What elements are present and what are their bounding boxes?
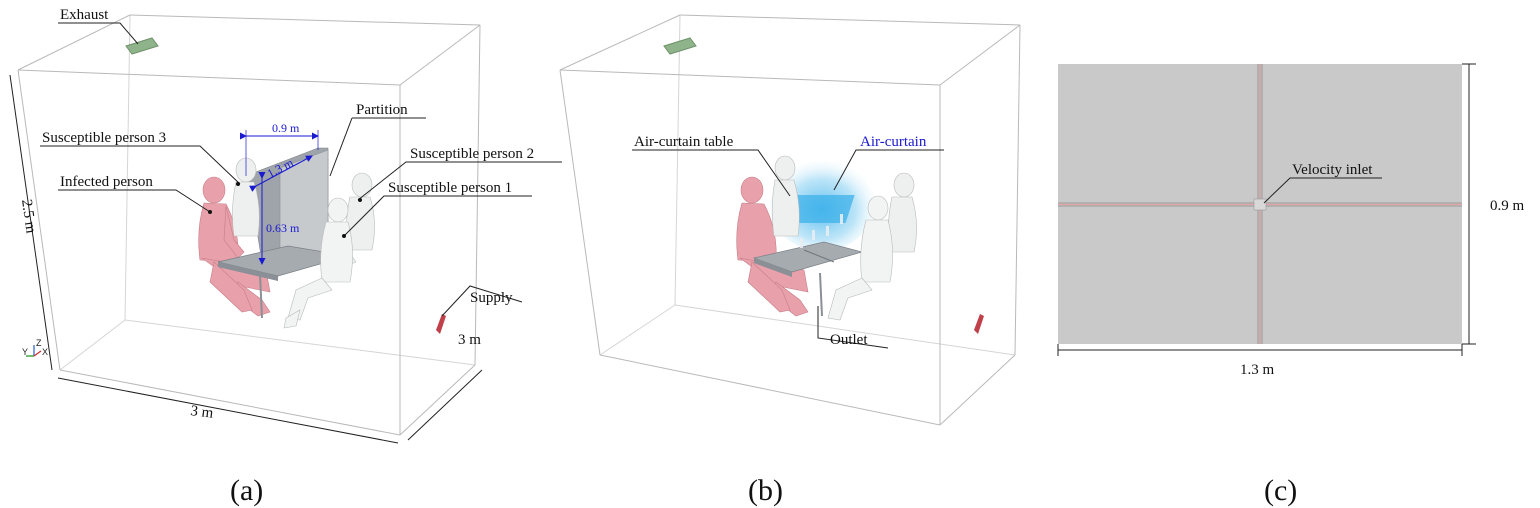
susceptible-person-1-b (827, 195, 893, 321)
caption-c: (c) (1264, 474, 1297, 507)
axis-z: Z (36, 338, 42, 348)
table-b-edge (754, 258, 792, 277)
exhaust-label: Exhaust (60, 7, 109, 23)
axis-x: X (42, 347, 48, 357)
infected-person-b (736, 176, 809, 317)
air-curtain-label: Air-curtain (860, 134, 927, 150)
axis-y: Y (22, 347, 28, 357)
exhaust-vent (125, 37, 159, 55)
height-dim-c: 0.9 m (1490, 198, 1525, 214)
supply-vent-b (974, 314, 984, 334)
partition-width-dim: 0.9 m (272, 121, 300, 135)
susceptible-person-2-b (888, 172, 917, 253)
air-curtain-core (783, 195, 855, 223)
panel-a: 2.5 m 3 m 3 m Exhaust Supply Z Y X (9, 7, 562, 507)
infected-label: Infected person (60, 174, 153, 190)
partition-label: Partition (356, 102, 408, 118)
susceptible-3-label: Susceptible person 3 (42, 130, 166, 146)
room-wireframe-a (17, 14, 481, 436)
room-wireframe-b (559, 14, 1021, 426)
room-depth-label: 3 m (458, 332, 481, 348)
supply-label: Supply (470, 290, 513, 306)
panel-c: Velocity inlet 1.3 m 0.9 m (c) (1057, 63, 1525, 507)
susceptible-2-label: Susceptible person 2 (410, 146, 534, 162)
susceptible-1-label: Susceptible person 1 (388, 180, 512, 196)
axis-triad: Z Y X (22, 338, 48, 357)
supply-vent (436, 314, 446, 334)
room-width-label: 3 m (190, 403, 215, 422)
air-jet-arrows (800, 214, 843, 248)
table-a-edge (218, 262, 278, 281)
caption-b: (b) (748, 474, 783, 507)
width-dim-c: 1.3 m (1240, 362, 1275, 378)
susceptible-person-3-b (771, 155, 800, 237)
panel-b: Air-curtain table Air-curtain Outlet (b) (559, 14, 1021, 507)
velocity-inlet-label: Velocity inlet (1292, 162, 1373, 178)
exhaust-vent-b (663, 37, 697, 55)
partition-height-dim: 0.63 m (266, 221, 300, 235)
caption-a: (a) (230, 474, 263, 507)
room-height-label: 2.5 m (18, 198, 39, 234)
outlet-label: Outlet (830, 332, 868, 348)
air-curtain-table-label: Air-curtain table (634, 134, 734, 150)
susceptible-person-1 (283, 197, 353, 329)
